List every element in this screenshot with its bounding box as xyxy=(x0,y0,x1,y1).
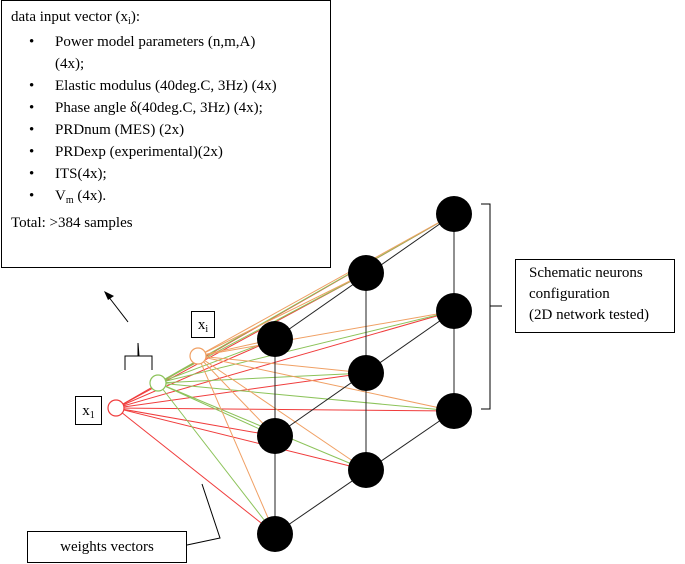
weight-line xyxy=(197,355,367,471)
neuron-node xyxy=(257,516,293,552)
input-vector-title: data input vector (xi): xyxy=(11,9,140,27)
weight-line xyxy=(115,407,276,437)
neuron-node xyxy=(436,393,472,429)
input-nodes xyxy=(107,347,207,417)
neuron-bracket xyxy=(481,203,502,410)
weight-line xyxy=(197,355,276,437)
xi-label-box: xi xyxy=(191,311,215,338)
list-item-prdnum: PRDnum (MES) (2x) xyxy=(29,119,320,141)
weights-vectors-box: weights vectors xyxy=(27,531,187,563)
weight-line xyxy=(157,382,455,412)
neuron-node xyxy=(257,321,293,357)
list-item-prdexp: PRDexp (experimental)(2x) xyxy=(29,141,320,163)
list-item-elastic-modulus: Elastic modulus (40deg.C, 3Hz) (4x) xyxy=(29,75,320,97)
weight-line xyxy=(115,407,367,471)
neuron-nodes xyxy=(257,196,472,552)
weight-line xyxy=(157,372,367,384)
weight-line xyxy=(115,407,276,535)
neuron-node xyxy=(348,452,384,488)
neuron-node xyxy=(436,196,472,232)
weight-line xyxy=(197,272,367,357)
weight-line xyxy=(115,310,455,409)
input-vector-box: data input vector (xi): Power model para… xyxy=(1,0,331,268)
weight-line xyxy=(157,310,455,384)
input-node xyxy=(107,399,125,417)
arrow-to-input-box xyxy=(107,295,129,323)
weight-line xyxy=(157,382,276,535)
neuron-node xyxy=(348,355,384,391)
neuron-box-line-3: (2D network tested) xyxy=(529,307,649,323)
weight-line xyxy=(115,407,455,412)
input-node xyxy=(189,347,207,365)
neuron-node xyxy=(257,418,293,454)
arrowhead xyxy=(104,291,114,300)
input-brace xyxy=(124,342,153,370)
weight-line xyxy=(157,382,276,437)
weight-line xyxy=(197,213,455,357)
weight-line xyxy=(197,310,455,357)
neuron-box-line-1: Schematic neurons xyxy=(529,265,643,281)
input-parameter-list: Power model parameters (n,m,A)(4x); Elas… xyxy=(11,31,320,207)
neuron-box-line-2: configuration xyxy=(529,286,610,302)
list-item-its: ITS(4x); xyxy=(29,163,320,185)
neuron-node xyxy=(348,255,384,291)
annotation-lines xyxy=(104,203,502,546)
total-samples: Total: >384 samples xyxy=(11,215,133,231)
list-item-phase-angle: Phase angle δ(40deg.C, 3Hz) (4x); xyxy=(29,97,320,119)
weight-line xyxy=(197,355,455,412)
weight-line xyxy=(197,355,367,374)
neuron-configuration-box: Schematic neurons configuration (2D netw… xyxy=(515,259,675,333)
weight-line xyxy=(197,355,276,535)
weights-vectors-label: weights vectors xyxy=(60,539,154,555)
input-node xyxy=(149,374,167,392)
weights-pointer xyxy=(186,483,221,546)
list-item-power-model: Power model parameters (n,m,A)(4x); xyxy=(29,31,320,75)
neuron-node xyxy=(436,293,472,329)
list-item-vm: Vm (4x). xyxy=(29,185,320,207)
x1-label-box: x1 xyxy=(75,396,102,425)
